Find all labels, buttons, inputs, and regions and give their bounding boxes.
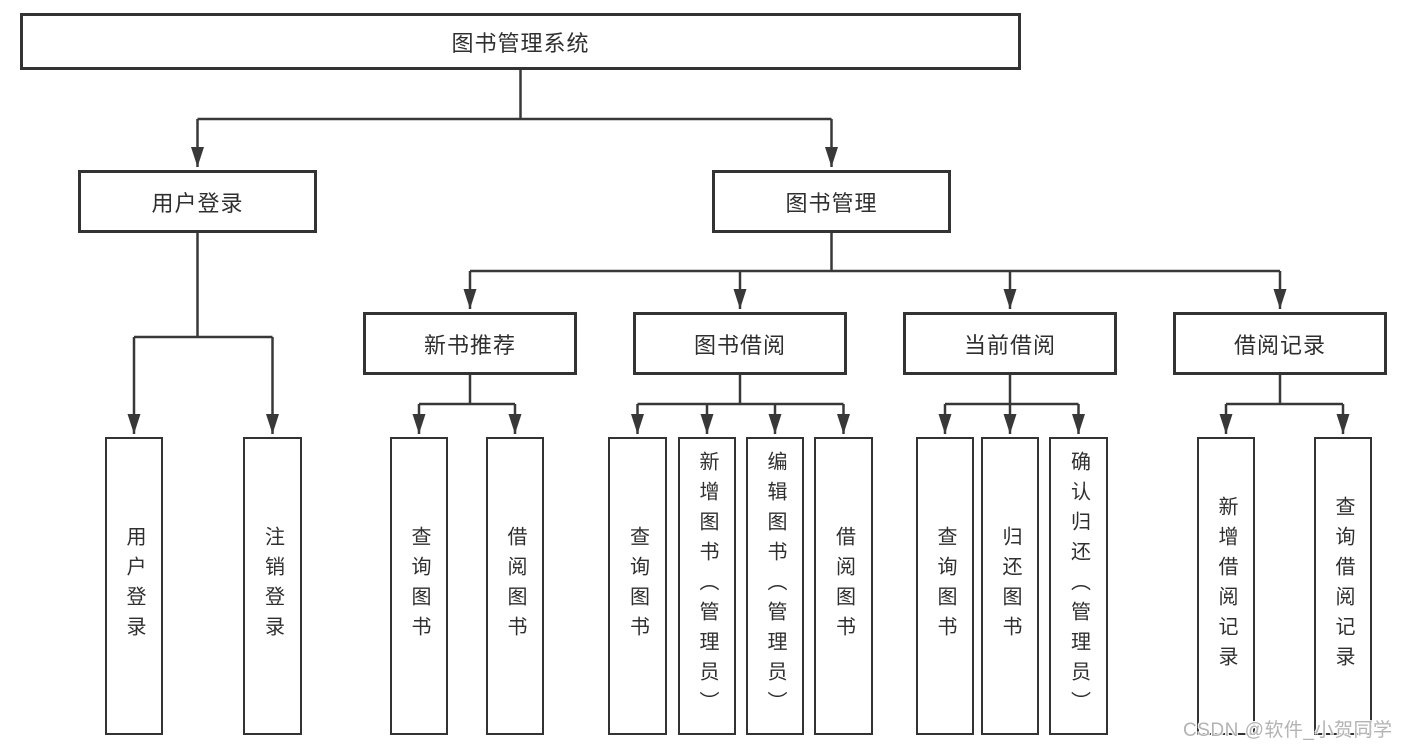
node-borrowing-records: 借阅记录: [1173, 312, 1387, 375]
node-label: 图书管理: [785, 190, 878, 216]
leaf-confirm-return-admin: 确认归还（管理员）: [1049, 437, 1108, 735]
node-label: 借阅记录: [1233, 332, 1326, 358]
node-book-management: 图书管理: [712, 170, 951, 233]
leaf-label: 查询图书: [626, 526, 649, 646]
leaf-label: 查询图书: [934, 526, 956, 646]
leaf-label: 注销登录: [261, 526, 284, 646]
leaf-label: 编辑图书（管理员）: [764, 451, 786, 721]
node-library-management-system: 图书管理系统: [20, 13, 1021, 70]
leaf-borrow-books: 借阅图书: [814, 437, 873, 735]
node-new-book-recommendation: 新书推荐: [363, 312, 577, 375]
leaf-add-books-admin: 新增图书（管理员）: [678, 437, 736, 735]
node-label: 图书借阅: [693, 332, 786, 358]
leaf-query-books-recommend: 查询图书: [390, 437, 448, 735]
leaf-label: 归还图书: [999, 526, 1021, 646]
node-label: 图书管理系统: [451, 30, 590, 56]
node-current-borrowing: 当前借阅: [903, 312, 1117, 375]
leaf-user-login: 用户登录: [105, 437, 163, 735]
leaf-label: 用户登录: [123, 526, 145, 646]
leaf-label: 查询图书: [408, 526, 430, 646]
node-label: 当前借阅: [963, 332, 1056, 358]
leaf-query-books-borrow: 查询图书: [608, 437, 667, 735]
leaf-query-borrow-record: 查询借阅记录: [1314, 437, 1372, 735]
csdn-watermark: CSDN @软件_小贺同学: [1183, 720, 1393, 741]
leaf-edit-books-admin: 编辑图书（管理员）: [746, 437, 804, 735]
leaf-label: 查询借阅记录: [1332, 496, 1354, 676]
node-user-login: 用户登录: [78, 170, 317, 233]
leaf-query-books-current: 查询图书: [916, 437, 974, 735]
node-book-borrowing: 图书借阅: [633, 312, 847, 375]
leaf-label: 借阅图书: [832, 526, 855, 646]
leaf-logout: 注销登录: [243, 437, 302, 735]
node-label: 新书推荐: [423, 332, 516, 358]
leaf-label: 新增借阅记录: [1215, 496, 1237, 676]
leaf-return-books: 归还图书: [981, 437, 1039, 735]
leaf-label: 新增图书（管理员）: [696, 451, 718, 721]
node-label: 用户登录: [151, 190, 244, 216]
leaf-label: 借阅图书: [504, 526, 526, 646]
leaf-add-borrow-record: 新增借阅记录: [1197, 437, 1255, 735]
leaf-borrow-books-recommend: 借阅图书: [486, 437, 544, 735]
leaf-label: 确认归还（管理员）: [1067, 451, 1090, 721]
